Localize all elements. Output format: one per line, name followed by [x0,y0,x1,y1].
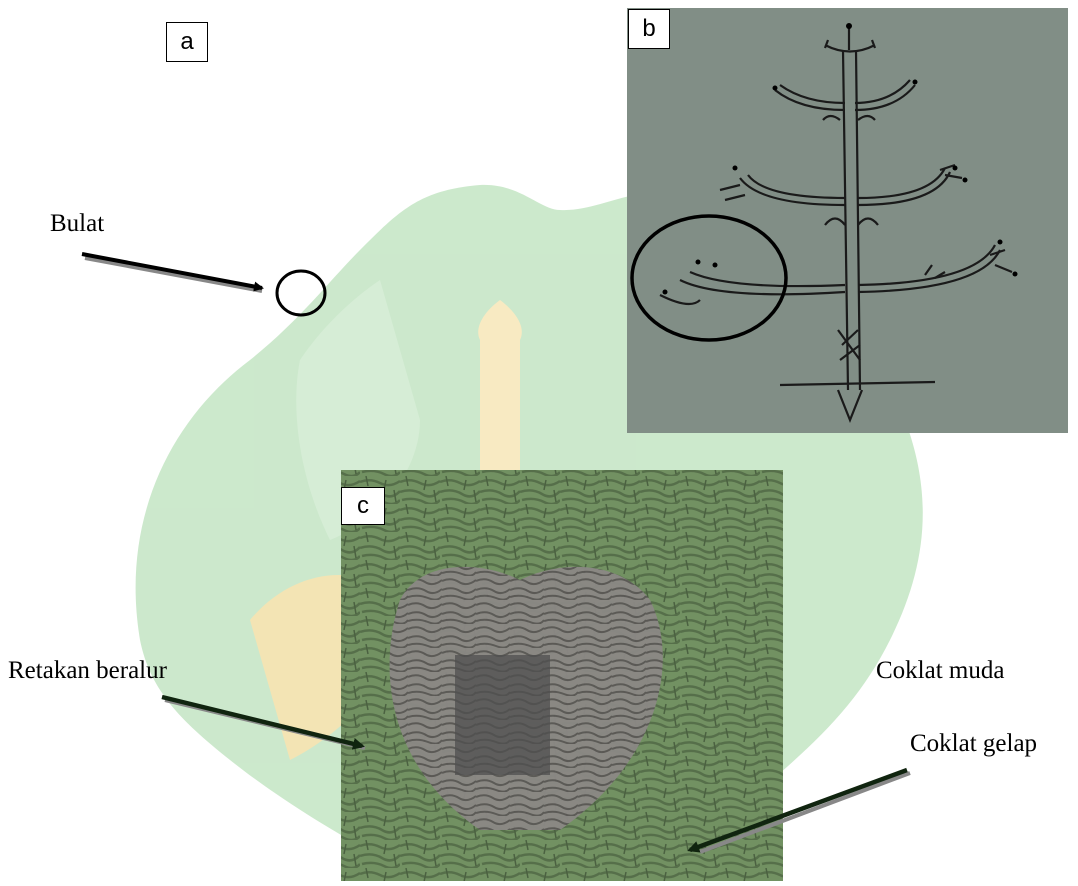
panel-a [82,254,325,315]
panel-b-tag: b [628,9,670,49]
panel-a-tag-text: a [180,28,193,56]
panel-c [341,470,783,881]
round-shape [277,271,325,315]
bulat-arrow [82,254,262,288]
panel-b-tag-text: b [642,15,655,43]
panel-b [627,8,1068,433]
panel-a-tag: a [166,22,208,62]
panel-c-tag-text: c [357,492,369,520]
arrow-shadow [85,258,262,291]
cracks-label: Retakan beralur [8,657,167,685]
bulat-label: Bulat [50,210,104,238]
dark-brown-label: Coklat gelap [910,730,1037,758]
panel-c-tag: c [341,487,385,525]
light-brown-label: Coklat muda [876,657,1004,685]
